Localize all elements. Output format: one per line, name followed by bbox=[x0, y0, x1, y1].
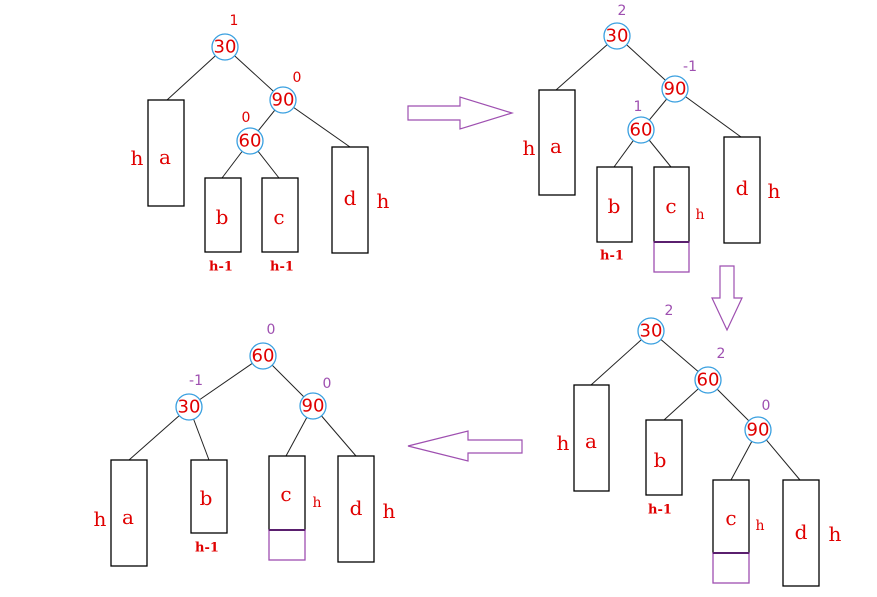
subtree-a-label: a bbox=[122, 505, 134, 529]
node-90-balance: 0 bbox=[323, 376, 332, 392]
height-a: h bbox=[131, 146, 144, 170]
node-60 bbox=[249, 342, 277, 370]
node-90 bbox=[299, 392, 327, 420]
node-60-balance: 0 bbox=[242, 110, 251, 126]
height-b: h-1 bbox=[600, 249, 624, 264]
height-a: h bbox=[94, 507, 107, 531]
subtree-a bbox=[573, 384, 610, 492]
node-90-key: 90 bbox=[302, 396, 325, 417]
subtree-c-label: c bbox=[665, 194, 676, 218]
subtree-d bbox=[331, 146, 369, 254]
node-60-balance: 1 bbox=[634, 99, 643, 115]
subtree-b bbox=[596, 166, 633, 243]
height-a: h bbox=[523, 136, 536, 160]
height-d: h bbox=[829, 522, 842, 546]
node-90 bbox=[744, 416, 772, 444]
node-60-key: 60 bbox=[697, 370, 720, 391]
node-30-balance: -1 bbox=[189, 373, 203, 389]
node-30-key: 30 bbox=[640, 321, 663, 342]
node-60-key: 60 bbox=[252, 346, 275, 367]
node-90-key: 90 bbox=[747, 420, 770, 441]
subtree-b bbox=[190, 459, 228, 534]
node-60-key: 60 bbox=[239, 131, 262, 152]
subtree-a bbox=[538, 89, 576, 196]
subtree-c bbox=[712, 479, 750, 554]
node-60-balance: 2 bbox=[717, 346, 726, 362]
subtree-d bbox=[782, 479, 820, 587]
height-b: h-1 bbox=[648, 503, 672, 518]
node-30 bbox=[211, 33, 239, 61]
node-30 bbox=[175, 393, 203, 421]
subtree-d-label: d bbox=[344, 186, 357, 210]
subtree-a-label: a bbox=[159, 145, 171, 169]
height-d: h bbox=[768, 179, 781, 203]
node-30-balance: 2 bbox=[618, 3, 627, 19]
height-d: h bbox=[377, 189, 390, 213]
node-90 bbox=[661, 75, 689, 103]
subtree-a-label: a bbox=[585, 429, 597, 453]
node-90-key: 90 bbox=[664, 79, 687, 100]
arrow-down-icon bbox=[711, 265, 743, 332]
subtree-b bbox=[204, 177, 242, 253]
panel-initial-tree: a b c d h h h-1 h-1 30 1 90 0 60 0 bbox=[131, 13, 390, 275]
node-30-balance: 1 bbox=[230, 13, 239, 29]
subtree-c-label: c bbox=[273, 205, 284, 229]
node-90-balance: 0 bbox=[293, 70, 302, 86]
subtree-c bbox=[653, 166, 690, 243]
node-30-balance: 2 bbox=[665, 303, 674, 319]
node-60 bbox=[627, 116, 655, 144]
height-b: h-1 bbox=[209, 260, 233, 275]
subtree-c bbox=[268, 455, 306, 531]
subtree-d-label: d bbox=[795, 520, 808, 544]
subtree-d-label: d bbox=[350, 496, 363, 520]
subtree-c-growth bbox=[653, 241, 690, 273]
subtree-d-label: d bbox=[736, 176, 749, 200]
subtree-a bbox=[110, 459, 148, 567]
panel-after-right-rotation: a b c d h h-1 h h 30 2 60 2 90 0 bbox=[557, 303, 842, 587]
subtree-a bbox=[147, 99, 185, 207]
node-90-balance: 0 bbox=[762, 398, 771, 414]
subtree-b-label: b bbox=[654, 448, 667, 472]
panel-after-insert: a b c d h h h h-1 30 2 90 -1 60 1 bbox=[523, 3, 781, 273]
node-30 bbox=[603, 22, 631, 50]
height-c: h bbox=[312, 495, 321, 511]
subtree-d bbox=[337, 455, 375, 563]
edge-60-30 bbox=[188, 355, 264, 408]
height-c: h bbox=[755, 518, 764, 534]
height-c: h-1 bbox=[270, 260, 294, 275]
arrow-left-icon bbox=[407, 430, 523, 462]
node-30 bbox=[637, 317, 665, 345]
node-60-balance: 0 bbox=[267, 322, 276, 338]
arrow-right-icon bbox=[407, 96, 515, 130]
node-60 bbox=[236, 127, 264, 155]
node-30-key: 30 bbox=[214, 37, 237, 58]
node-60 bbox=[694, 366, 722, 394]
subtree-b-label: b bbox=[200, 486, 213, 510]
height-a: h bbox=[557, 431, 570, 455]
subtree-d bbox=[723, 136, 761, 244]
height-b: h-1 bbox=[195, 541, 219, 556]
node-90 bbox=[269, 86, 297, 114]
subtree-b-label: b bbox=[216, 205, 229, 229]
subtree-b-label: b bbox=[608, 194, 621, 218]
subtree-c-growth bbox=[712, 552, 750, 584]
node-90-balance: -1 bbox=[683, 59, 697, 75]
node-30-key: 30 bbox=[606, 26, 629, 47]
subtree-c-growth bbox=[268, 529, 306, 561]
subtree-c-label: c bbox=[280, 482, 291, 506]
height-d: h bbox=[383, 499, 396, 523]
subtree-c-label: c bbox=[725, 506, 736, 530]
panel-after-left-rotation: a b c d h h-1 h h 60 0 30 -1 90 0 bbox=[94, 322, 396, 567]
node-30-key: 30 bbox=[178, 397, 201, 418]
subtree-c bbox=[261, 177, 299, 253]
height-c: h bbox=[695, 207, 704, 223]
subtree-a-label: a bbox=[550, 134, 562, 158]
subtree-b bbox=[645, 419, 683, 496]
node-60-key: 60 bbox=[630, 120, 653, 141]
node-90-key: 90 bbox=[272, 90, 295, 111]
